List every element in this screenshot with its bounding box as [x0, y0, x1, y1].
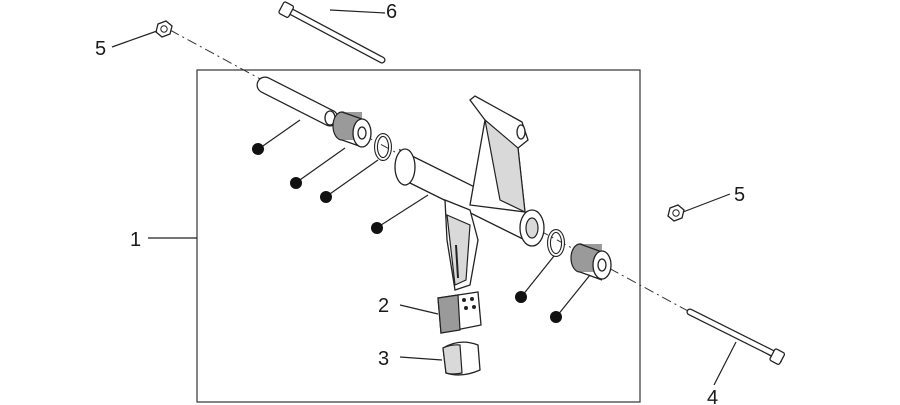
bullet-marker [252, 143, 264, 155]
callout-2: 2 [378, 295, 389, 317]
bullet-markers [252, 143, 562, 323]
ring-right [547, 229, 565, 257]
bolt-bottom [686, 308, 786, 365]
main-body [394, 95, 545, 291]
bullet-marker [320, 191, 332, 203]
callout-1: 1 [130, 229, 141, 251]
roller-left [332, 111, 372, 148]
bolt-top [278, 1, 386, 64]
bullet-marker [550, 311, 562, 323]
cutter-block [437, 291, 482, 334]
nut-top [155, 20, 173, 38]
nut-right [667, 204, 685, 222]
callout-4: 4 [707, 387, 718, 405]
leader-lines [111, 9, 737, 386]
roller-right [570, 243, 612, 281]
bullet-marker [290, 177, 302, 189]
ring-left [374, 133, 392, 161]
callout-3: 3 [378, 348, 389, 370]
callout-5-right: 5 [734, 184, 745, 206]
callout-6: 6 [386, 1, 397, 23]
assembly-frame [196, 69, 641, 403]
bullet-marker [515, 291, 527, 303]
pin-shaft [256, 76, 339, 127]
cutter-cap [442, 341, 481, 376]
bullet-marker [371, 222, 383, 234]
callout-5-left: 5 [95, 38, 106, 60]
